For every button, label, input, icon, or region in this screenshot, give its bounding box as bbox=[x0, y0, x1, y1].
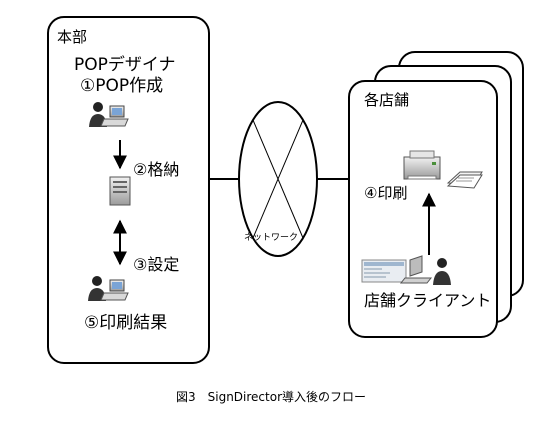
server-icon bbox=[109, 176, 131, 206]
paper-stack-icon bbox=[446, 171, 483, 189]
figure-caption: 図3 SignDirector導入後のフロー bbox=[176, 390, 367, 404]
step2-label: ②格納 bbox=[133, 160, 180, 179]
network-label: ネットワーク bbox=[244, 233, 299, 243]
store-client-label: 店舗クライアント bbox=[364, 291, 492, 310]
step3-label: ③設定 bbox=[133, 255, 180, 274]
laptop-user-icon bbox=[361, 255, 451, 285]
step5-label: ⑤印刷結果 bbox=[84, 313, 168, 333]
printer-icon bbox=[403, 150, 441, 180]
network-cross-b bbox=[252, 119, 304, 239]
app-name-label: POPデザイナ bbox=[74, 55, 176, 75]
step1-label: ①POP作成 bbox=[80, 76, 164, 96]
headquarters-title: 本部 bbox=[57, 28, 88, 46]
user-pc-icon bbox=[89, 102, 129, 127]
user-pc-icon bbox=[88, 276, 129, 301]
stores-title: 各店舗 bbox=[364, 91, 410, 109]
step4-label: ④印刷 bbox=[364, 184, 408, 202]
